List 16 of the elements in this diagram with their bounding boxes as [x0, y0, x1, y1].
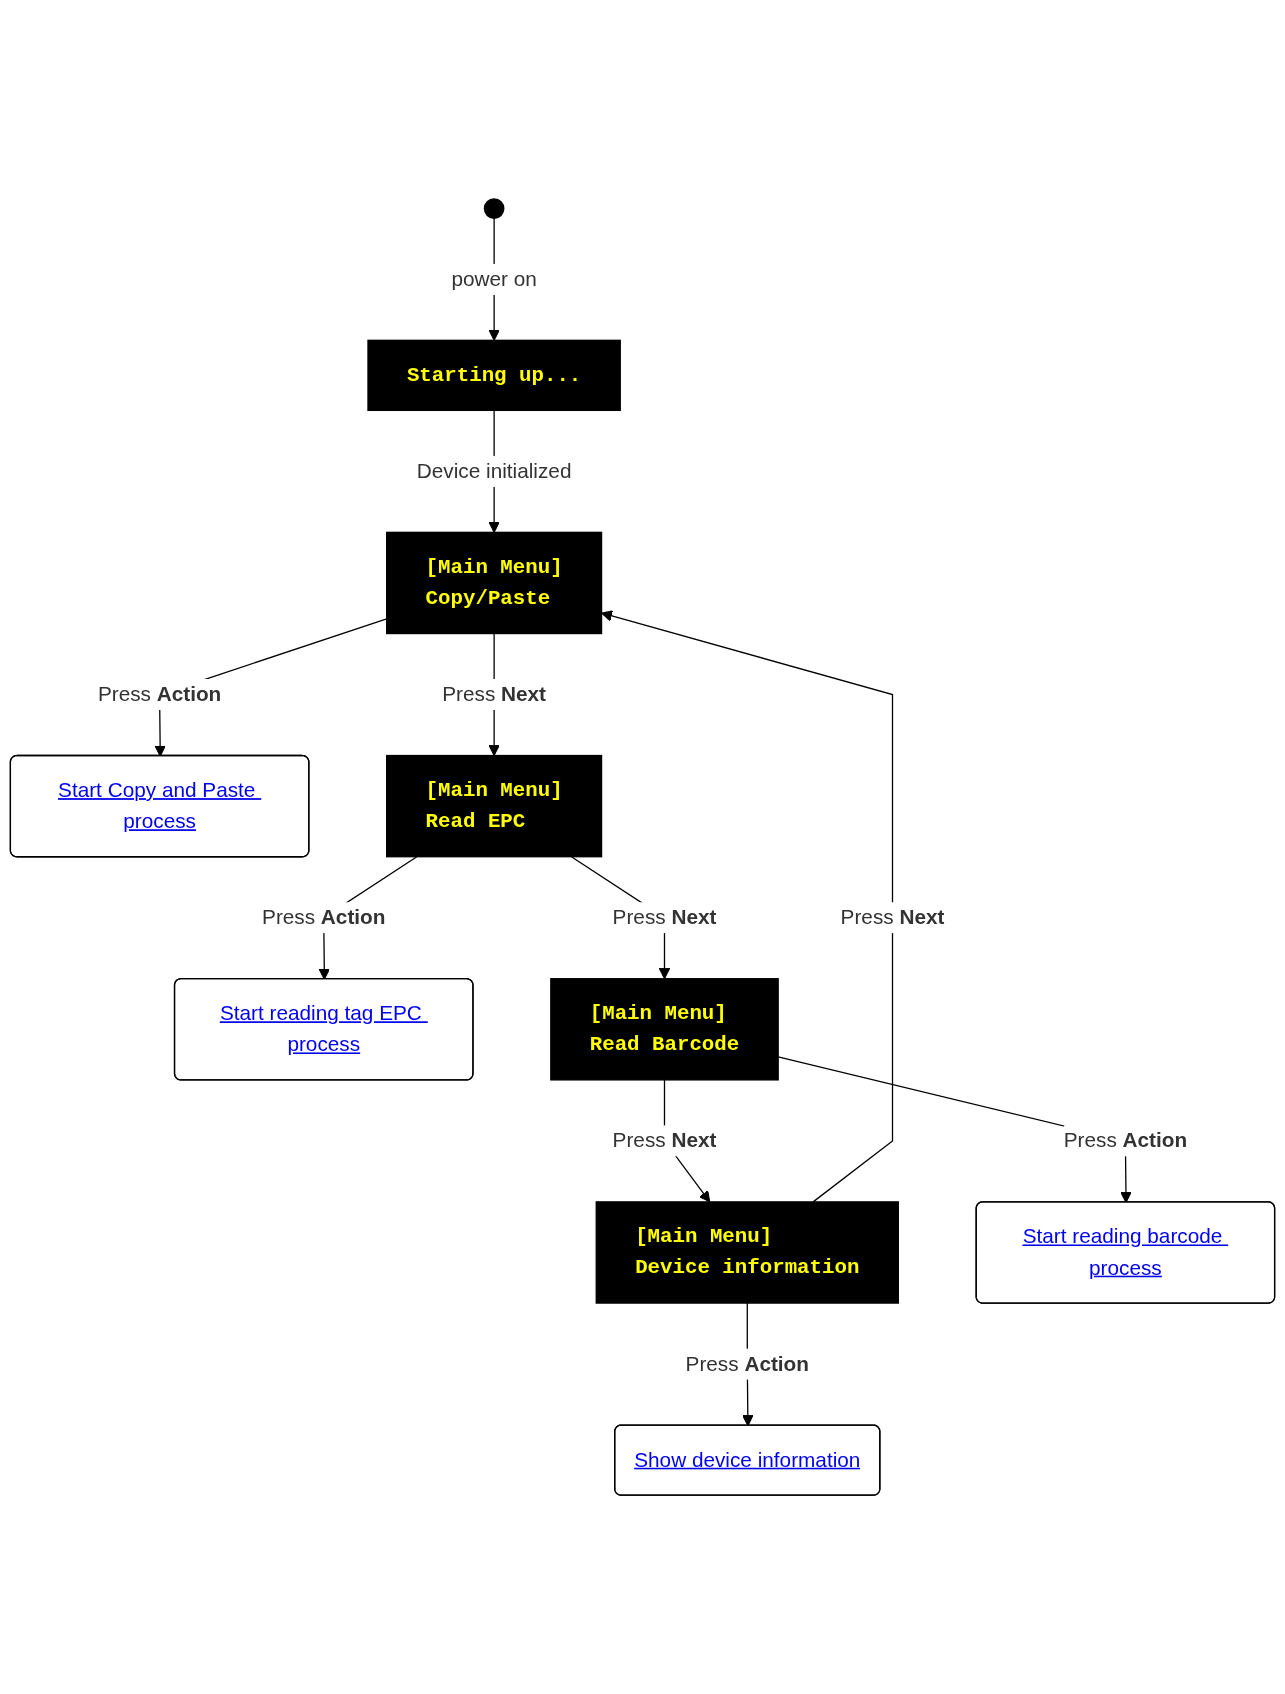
edge-label: Press Next	[612, 906, 717, 929]
edge-label: Press Next	[612, 1129, 717, 1152]
edge-label: Device initialized	[416, 459, 572, 482]
node-box: Starting up...	[367, 339, 621, 412]
edge-label: Press Action	[1063, 1129, 1188, 1152]
node-box: [Main Menu] Device information	[595, 1201, 899, 1304]
edge-label: Press Next	[442, 682, 547, 705]
edge-label: Press Action	[685, 1352, 809, 1375]
edge-label: Press Action	[262, 906, 386, 929]
edge-label: power on	[451, 267, 537, 290]
node-circle	[483, 198, 505, 219]
node-box: [Main Menu] Copy/Paste	[386, 531, 603, 635]
node-box: [Main Menu] Read EPC	[386, 754, 603, 858]
edge-label: Press Next	[840, 906, 945, 929]
node-box: [Main Menu] Read Barcode	[550, 978, 779, 1081]
edge-label: Press Action	[97, 682, 222, 705]
